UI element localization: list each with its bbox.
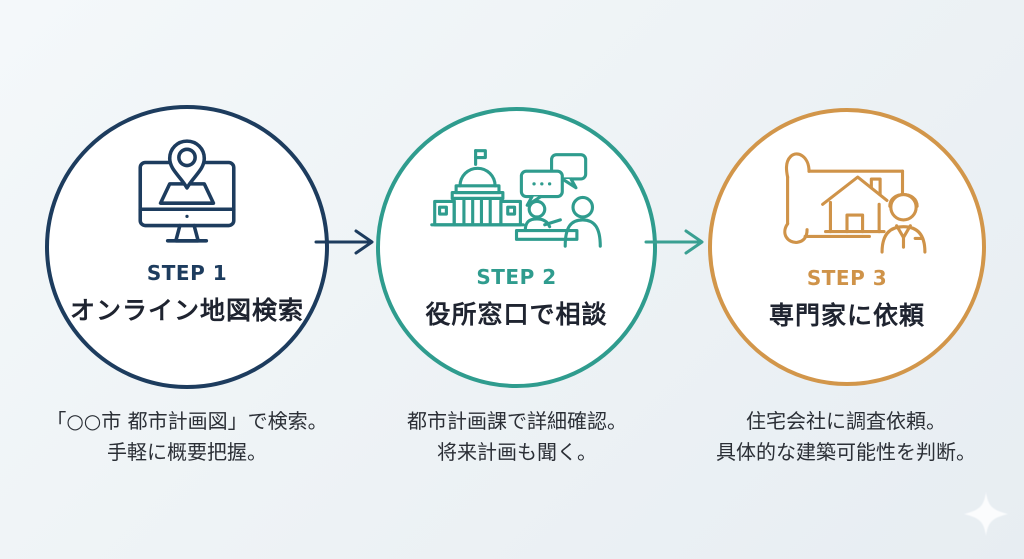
step-3-description-line1: 住宅会社に調査依頼。 (746, 409, 946, 433)
step-2-circle: STEP 2 役所窓口で相談 (376, 107, 657, 388)
step-2-icon-box (426, 137, 608, 257)
step-2-description: 都市計画課で詳細確認。 将来計画も聞く。 (345, 406, 689, 468)
government-office-consultation-icon (429, 149, 602, 248)
step-1-label: STEP 1 (146, 261, 228, 285)
arrow-step2-to-step3-icon (644, 229, 704, 255)
step-3-description: 住宅会社に調査依頼。 具体的な建築可能性を判断。 (674, 406, 1018, 468)
step-3-title: 専門家に依頼 (768, 301, 925, 330)
step-1-icon-box (126, 133, 248, 253)
blueprint-house-expert-icon (783, 152, 927, 254)
step-1-description-line2: 手軽に概要把握。 (107, 440, 267, 464)
step-3-description-line2: 具体的な建築可能性を判断。 (716, 440, 976, 464)
step-3-icon-box (764, 138, 930, 258)
step-2-title: 役所窓口で相談 (425, 300, 608, 329)
step-3-circle: STEP 3 専門家に依頼 (708, 108, 986, 386)
step-2-label: STEP 2 (476, 265, 557, 289)
step-1-title: オンライン地図検索 (69, 296, 304, 325)
arrow-step1-to-step2-icon (314, 229, 374, 255)
step-2-description-line2: 将来計画も聞く。 (437, 440, 597, 464)
step-3-label: STEP 3 (806, 266, 888, 290)
monitor-map-pin-icon (138, 139, 236, 243)
sparkle-icon (964, 492, 1008, 536)
step-1-description: 「○○市 都市計画図」で検索。 手軽に概要把握。 (15, 406, 359, 468)
step-2-description-line1: 都市計画課で詳細確認。 (407, 409, 627, 433)
step-1-description-line1: 「○○市 都市計画図」で検索。 (46, 409, 328, 433)
step-1-circle: STEP 1 オンライン地図検索 (45, 105, 329, 389)
